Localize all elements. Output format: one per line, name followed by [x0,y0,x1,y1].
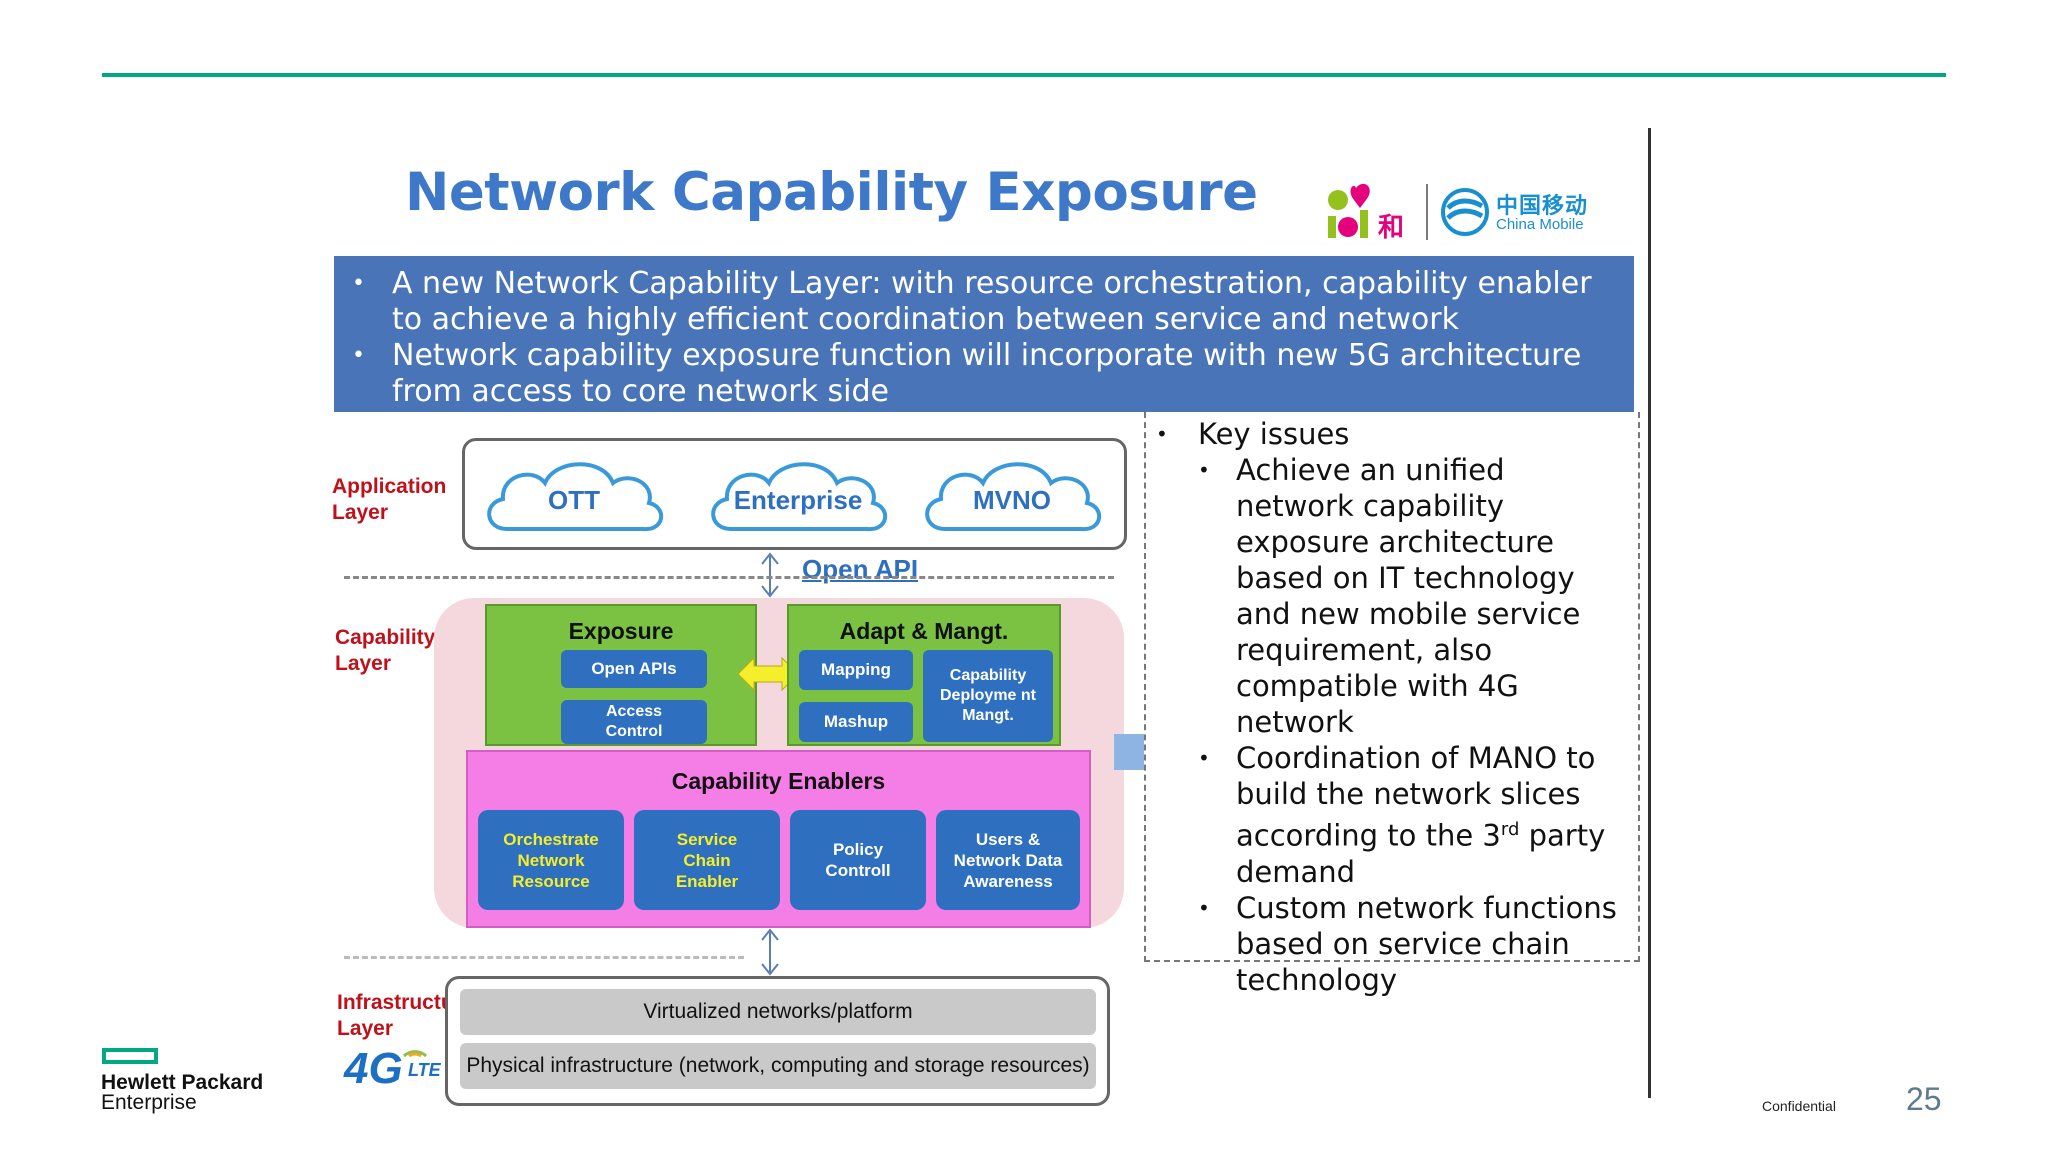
confidential-label: Confidential [1762,1098,1836,1114]
exposure-title: Exposure [568,618,674,644]
slide-right-border [1648,128,1651,1098]
capability-layer-label: Capability Layer [335,626,436,675]
physical-bar: Physical infrastructure (network, comput… [460,1043,1096,1089]
open-apis-pill: Open APIs [561,650,707,688]
lte-text: LTE [408,1060,441,1080]
enterprise-cloud: Enterprise [703,453,893,539]
key-issue-text: Coordination of MANO to build the networ… [1236,741,1596,853]
policy-control-box: Policy Controll [790,810,926,910]
slide-title: Network Capability Exposure [405,162,1258,223]
key-issues-box: Key issues Achieve an unified network ca… [1144,412,1640,997]
cloud-icon [711,462,888,532]
top-rule [102,73,1946,77]
service-chain-box: Service Chain Enabler [634,810,780,910]
virtualized-bar: Virtualized networks/platform [460,989,1096,1035]
cloud-icon [487,462,664,532]
superscript-rd: rd [1500,819,1520,840]
open-api-arrow-icon [761,552,779,598]
key-issue-item: Coordination of MANO to build the networ… [1198,740,1630,890]
enablers-title: Capability Enablers [671,768,886,794]
page-number: 25 [1906,1081,1942,1117]
open-api-label: Open API [802,554,919,584]
banner-bullet: A new Network Capability Layer: with res… [352,266,1610,338]
adapt-title: Adapt & Mangt. [839,618,1009,644]
slide-image: Network Capability Exposure 和 中国移动 China… [330,128,1650,1106]
user-data-awareness-box: Users & Network Data Awareness [936,810,1080,910]
capability-deployment-pill: Capability Deployme nt Mangt. [923,650,1053,742]
china-mobile-cn: 中国移动 [1496,194,1589,219]
4g-lte-badge: 4G LTE [344,1036,454,1098]
ott-cloud: OTT [479,453,669,539]
banner-bullet: Network capability exposure function wil… [352,338,1610,410]
capability-enablers-box: Capability Enablers Orchestrate Network … [466,750,1091,928]
4g-text: 4G [344,1044,403,1093]
exposure-box: Exposure Open APIs Access Control [485,604,757,746]
access-control-pill: Access Control [561,700,707,744]
dashed-divider [344,576,1114,579]
china-mobile-logo: 中国移动 China Mobile [1440,184,1600,242]
key-issue-item: Custom network functions based on servic… [1198,890,1630,998]
and-label: 和 [1378,213,1404,242]
infrastructure-layer-label: Infrastructure Layer [337,991,474,1040]
logo-separator [1426,184,1428,240]
dashed-divider [344,956,744,959]
hpe-logo-icon [102,1048,158,1064]
cloud-icon [925,462,1102,532]
orchestrate-network-box: Orchestrate Network Resource [478,810,624,910]
mapping-pill: Mapping [799,650,913,690]
application-layer-label: Application Layer [332,475,447,524]
key-issue-item: Achieve an unified network capability ex… [1198,452,1630,740]
infrastructure-box: Virtualized networks/platform Physical i… [445,976,1110,1106]
and-logo: 和 [1328,183,1404,242]
mashup-pill: Mashup [799,702,913,742]
china-mobile-en: China Mobile [1496,216,1584,233]
signal-icon [402,1050,428,1058]
china-mobile-icon [1441,188,1489,236]
adapt-box: Adapt & Mangt. Mapping Mashup Capability… [787,604,1061,746]
cloud-label: Enterprise [733,485,863,515]
company-sub: Enterprise [101,1091,197,1114]
key-issue-text-end: party demand [1236,818,1606,889]
infra-arrow-icon [761,928,779,976]
cloud-label: OTT [548,485,600,515]
company-name: Hewlett Packard [101,1071,264,1094]
application-box: OTT Enterprise MVNO [462,438,1127,550]
mvno-cloud: MVNO [917,453,1107,539]
summary-banner: A new Network Capability Layer: with res… [334,256,1634,412]
key-issues-heading: Key issues [1156,416,1630,452]
cloud-label: MVNO [973,485,1051,515]
